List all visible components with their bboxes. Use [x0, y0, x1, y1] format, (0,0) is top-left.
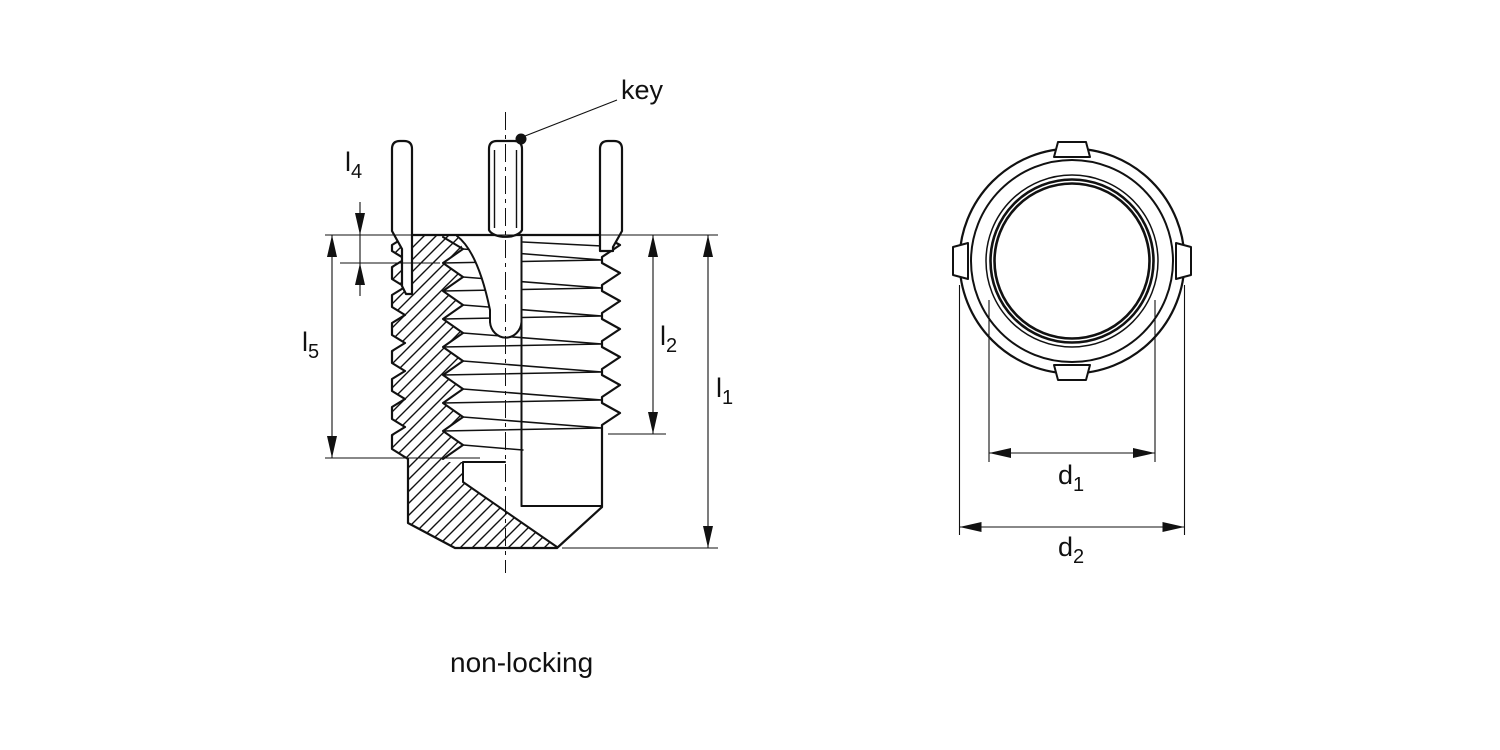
- top-view-dimensions: d1 d2: [958, 285, 1186, 568]
- section-hatch-area: [392, 235, 557, 548]
- front-section-view: key l4 l5: [302, 75, 733, 573]
- key-tab-right: [1175, 242, 1192, 280]
- caption-non-locking: non-locking: [450, 647, 593, 678]
- top-view: d1 d2: [952, 141, 1192, 568]
- key-leader-line: [524, 99, 618, 137]
- bore-circle-outer: [989, 178, 1155, 344]
- front-view-dimensions: l4 l5 l2 l1: [302, 147, 733, 549]
- dimension-l5: l5: [302, 235, 337, 458]
- dimension-label-l2: l2: [660, 321, 677, 357]
- thread-runout-curve: [456, 235, 491, 323]
- insert-body-outline: [390, 233, 622, 550]
- key-tab-top: [1053, 141, 1091, 158]
- locking-key-tabs: [952, 141, 1192, 381]
- dimension-l4: l4: [345, 147, 365, 296]
- dimension-label-l1: l1: [716, 373, 733, 409]
- key-callout-label: key: [621, 75, 664, 105]
- dimension-d1: d1: [989, 448, 1155, 496]
- dimension-label-d1: d1: [1058, 460, 1084, 496]
- left-key: [390, 139, 414, 296]
- bore-circle-inner: [993, 182, 1151, 340]
- right-key: [598, 139, 624, 253]
- center-key-facet-lines: [493, 150, 518, 228]
- dimension-d2: d2: [959, 522, 1185, 568]
- dimension-label-l5: l5: [302, 327, 319, 363]
- dimension-l1: l1: [703, 235, 733, 548]
- insert-circles: [958, 147, 1186, 375]
- top-face-inner-circle: [970, 159, 1174, 363]
- key-tab-left: [952, 242, 969, 280]
- bottom-interior-lines: [462, 461, 603, 548]
- dimension-label-l4: l4: [345, 147, 362, 183]
- key-callout-dot: [515, 133, 527, 145]
- key-tab-bottom: [1053, 364, 1091, 381]
- thread-crest-circle: [985, 174, 1159, 348]
- internal-thread-profile: [442, 236, 464, 460]
- key-callout: key: [515, 75, 664, 145]
- dimension-l2: l2: [648, 235, 677, 434]
- dimension-label-d2: d2: [1058, 532, 1084, 568]
